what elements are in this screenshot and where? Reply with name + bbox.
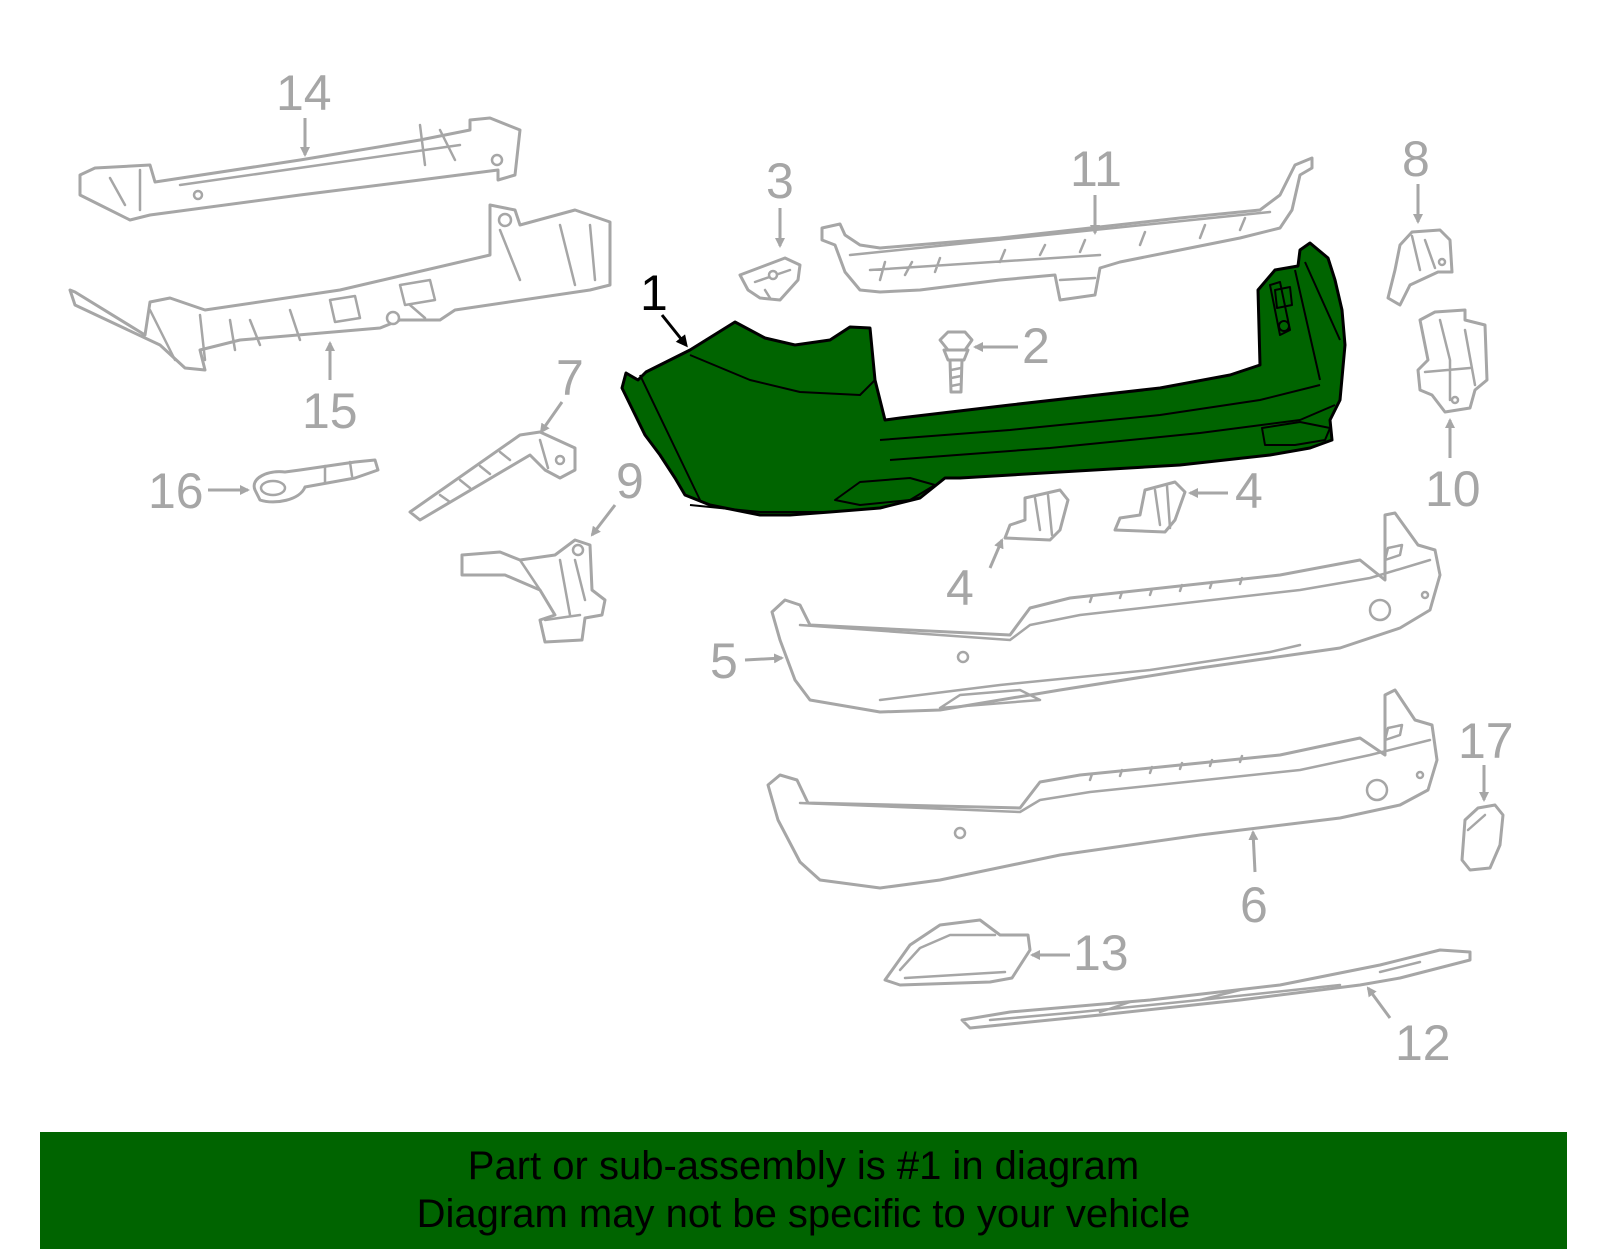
leader-lines (208, 118, 1489, 1019)
info-banner: Part or sub-assembly is #1 in diagram Di… (40, 1132, 1567, 1249)
leader-9 (590, 504, 617, 537)
banner-line-part: Part or sub-assembly is #1 in diagram (467, 1144, 1140, 1188)
callout-1: 1 (640, 265, 668, 321)
part-7-bracket[interactable] (408, 430, 577, 522)
callout-7: 7 (556, 350, 584, 406)
callout-16: 16 (148, 463, 204, 519)
leader-7 (539, 401, 564, 434)
callout-9: 9 (616, 453, 644, 509)
leader-1 (660, 314, 688, 348)
callout-15: 15 (302, 383, 358, 439)
part-17-cap[interactable] (1460, 803, 1505, 872)
part-10-bracket[interactable] (1416, 308, 1489, 414)
part-11-support[interactable] (820, 156, 1314, 302)
callout-14: 14 (276, 65, 332, 121)
leader-12 (1366, 986, 1392, 1019)
callout-4-left: 4 (946, 560, 974, 616)
callout-17: 17 (1458, 713, 1514, 769)
part-2-bolt[interactable] (938, 330, 974, 394)
callout-4-right: 4 (1235, 463, 1263, 519)
part-6-bumper-cover[interactable] (766, 688, 1439, 890)
part-4-bracket-right[interactable] (1113, 480, 1187, 534)
callout-6: 6 (1240, 877, 1268, 933)
callout-5: 5 (710, 633, 738, 689)
part-5-bumper-cover[interactable] (770, 511, 1442, 714)
banner-line-disclaimer: Diagram may not be specific to your vehi… (416, 1192, 1191, 1236)
callout-13: 13 (1073, 925, 1129, 981)
part-14-reinforcement[interactable] (78, 116, 522, 222)
callout-12: 12 (1395, 1015, 1451, 1071)
part-12-skid[interactable] (960, 948, 1472, 1030)
leader-4a (988, 538, 1004, 569)
parts-diagram: 1 2 3 4 4 5 6 7 8 9 10 11 12 13 14 15 16… (68, 65, 1514, 1071)
callout-8: 8 (1402, 131, 1430, 187)
callout-2: 2 (1022, 318, 1050, 374)
part-8-bracket[interactable] (1386, 228, 1454, 307)
part-1-bumper-fascia[interactable] (620, 241, 1347, 517)
leader-6 (1248, 830, 1259, 873)
callout-10: 10 (1425, 461, 1481, 517)
callout-11: 11 (1070, 141, 1122, 197)
part-3-clip[interactable] (738, 256, 802, 302)
leader-5 (744, 653, 784, 664)
callout-labels: 1 2 3 4 4 5 6 7 8 9 10 11 12 13 14 15 16… (148, 65, 1514, 1071)
part-4-bracket-left[interactable] (1003, 488, 1070, 542)
part-15-hitch-beam[interactable] (68, 203, 612, 372)
callout-3: 3 (766, 153, 794, 209)
part-9-bracket[interactable] (460, 538, 607, 644)
part-16-tow-hook[interactable] (252, 458, 380, 504)
part-13-bezel[interactable] (883, 918, 1032, 987)
